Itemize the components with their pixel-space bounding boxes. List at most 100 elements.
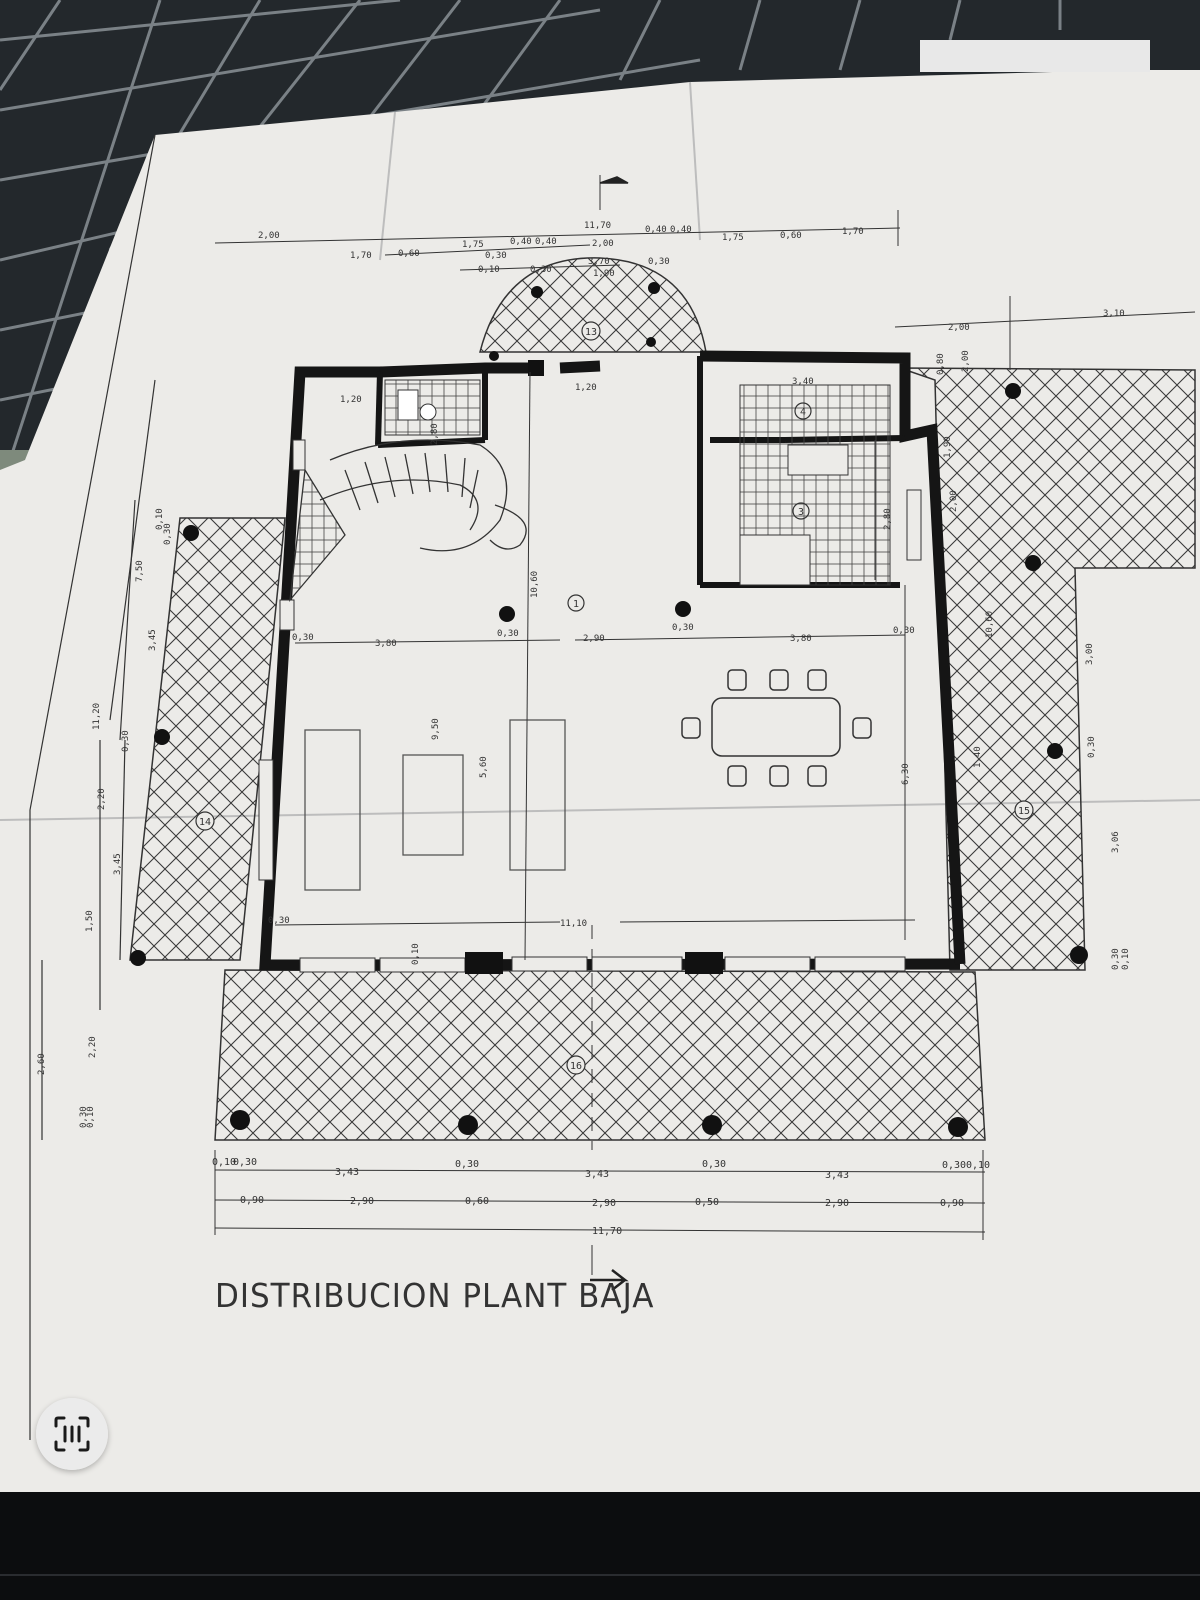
dim-int-8: 0,30 <box>672 623 694 633</box>
dim-top-small-3: 3,70 <box>588 257 610 267</box>
dim-top-7: 2,00 <box>592 239 614 249</box>
dim-bottom2-5: 0,50 <box>695 1197 719 1208</box>
dim-top-small-4: 0,30 <box>530 265 552 275</box>
dim-bottom-9: 0,10 <box>966 1160 990 1171</box>
dim-bottom2-3: 0,60 <box>465 1196 489 1207</box>
live-text-scan-button[interactable] <box>36 1398 108 1470</box>
dim-int-9: 3,80 <box>790 634 812 644</box>
dim-left-9: 0,10 <box>155 508 165 530</box>
dim-int-7: 2,90 <box>583 634 605 644</box>
room-number-15: 15 <box>1018 806 1030 817</box>
dim-left-13: 0,10 <box>86 1106 96 1128</box>
plan-title: DISTRIBUCION PLANT BAJA <box>215 1279 654 1316</box>
dim-int-18: 0,30 <box>268 916 290 926</box>
dim-int-16: 2,80 <box>883 508 893 530</box>
dim-int-11: 9,50 <box>431 718 441 740</box>
wall-outer-top <box>379 360 601 378</box>
dim-bottom-total: 11,70 <box>592 1226 622 1237</box>
dim-top-1: 2,00 <box>258 231 280 241</box>
dim-left-3: 1,50 <box>85 910 95 932</box>
wall-outer-right <box>699 350 966 965</box>
dim-left-6: 11,20 <box>92 703 102 730</box>
dim-top-small-6: 0,30 <box>648 257 670 267</box>
dim-top-6: 0,40 <box>535 237 557 247</box>
dim-left-1: 2,60 <box>37 1053 47 1075</box>
dim-left-5: 2,20 <box>97 788 107 810</box>
dim-right-3: 1,90 <box>943 436 953 458</box>
dim-right-10: 0,10 <box>1121 948 1131 970</box>
dim-top-small-1: 0,30 <box>485 251 507 261</box>
dim-right-5: 10,60 <box>985 611 995 638</box>
paper-corner-top-right <box>920 40 1150 72</box>
dim-top-small-5: 1,90 <box>593 269 615 279</box>
dim-int-10: 0,30 <box>893 626 915 636</box>
dim-right-4: 2,00 <box>949 490 959 512</box>
dim-bottom-1: 0,10 <box>212 1157 236 1168</box>
terrace-bottom <box>214 969 986 1141</box>
dim-right-top-2: 3,10 <box>1103 309 1125 319</box>
room-number-1: 1 <box>573 599 579 610</box>
dim-top-5: 0,40 <box>510 237 532 247</box>
dim-right-8: 0,30 <box>1087 736 1097 758</box>
dim-bottom2-4: 2,90 <box>592 1198 616 1209</box>
dim-left-12: 0,30 <box>79 1106 89 1128</box>
room-number-3: 3 <box>798 507 804 518</box>
dim-bottom-7: 3,43 <box>825 1170 849 1181</box>
dim-top-11: 0,60 <box>780 231 802 241</box>
dim-top-small-2: 0,10 <box>478 265 500 275</box>
dim-int-17: 0,10 <box>411 943 421 965</box>
dim-bottom-6: 0,30 <box>702 1159 726 1170</box>
dim-int-3: 1,20 <box>575 383 597 393</box>
terrace-top-semicircle <box>479 257 707 353</box>
dim-top-4: 1,75 <box>462 240 484 250</box>
dim-bottom-8: 0,30 <box>942 1160 966 1171</box>
dim-top-8: 0,40 <box>645 225 667 235</box>
wall-outer-left <box>259 366 380 971</box>
dim-left-2: 2,20 <box>88 1036 98 1058</box>
dim-right-1: 0,80 <box>936 353 946 375</box>
dim-left-4: 3,45 <box>113 853 123 875</box>
dim-right-11: 1,40 <box>973 746 983 768</box>
dim-int-2: 2,80 <box>430 423 440 445</box>
dim-right-9: 0,30 <box>1111 948 1121 970</box>
room-number-4: 4 <box>800 407 806 418</box>
dim-right-2: 2,00 <box>961 350 971 372</box>
dim-int-6: 0,30 <box>497 629 519 639</box>
dim-bottom-3: 3,43 <box>335 1167 359 1178</box>
dim-right-7: 3,06 <box>1111 831 1121 853</box>
dim-int-1: 1,20 <box>340 395 362 405</box>
dim-top-2: 1,70 <box>350 251 372 261</box>
dim-bottom-4: 0,30 <box>455 1159 479 1170</box>
dim-bottom2-6: 2,90 <box>825 1198 849 1209</box>
terrace-left <box>129 517 286 961</box>
kitchen <box>739 384 891 586</box>
room-number-14: 14 <box>199 817 211 828</box>
dim-int-12: 5,60 <box>479 756 489 778</box>
dim-bottom2-2: 2,90 <box>350 1196 374 1207</box>
room-number-16: 16 <box>570 1061 582 1072</box>
columns <box>130 282 1088 1137</box>
dim-left-7: 7,50 <box>135 560 145 582</box>
bathroom <box>384 379 481 436</box>
dim-top-total: 11,70 <box>584 221 611 231</box>
live-text-scan-icon <box>54 1416 90 1452</box>
bottom-divider <box>0 1574 1200 1576</box>
room-number-13: 13 <box>585 327 597 338</box>
dim-top-12: 1,70 <box>842 227 864 237</box>
dim-bottom-2: 0,30 <box>233 1157 257 1168</box>
dim-int-15: 3,40 <box>792 377 814 387</box>
dim-left-10: 0,30 <box>163 523 173 545</box>
dim-bottom2-7: 0,90 <box>940 1198 964 1209</box>
living-furniture <box>304 719 566 891</box>
dining-table <box>681 669 872 787</box>
dim-right-top-1: 2,00 <box>948 323 970 333</box>
dim-int-5: 3,80 <box>375 639 397 649</box>
dim-int-19: 11,10 <box>560 919 587 929</box>
dim-bottom2-1: 0,90 <box>240 1195 264 1206</box>
bottom-bar <box>0 1492 1200 1600</box>
dim-left-8: 3,45 <box>148 629 158 651</box>
dim-left-11: 0,30 <box>121 730 131 752</box>
dim-int-4: 0,30 <box>292 633 314 643</box>
dim-bottom-5: 3,43 <box>585 1169 609 1180</box>
